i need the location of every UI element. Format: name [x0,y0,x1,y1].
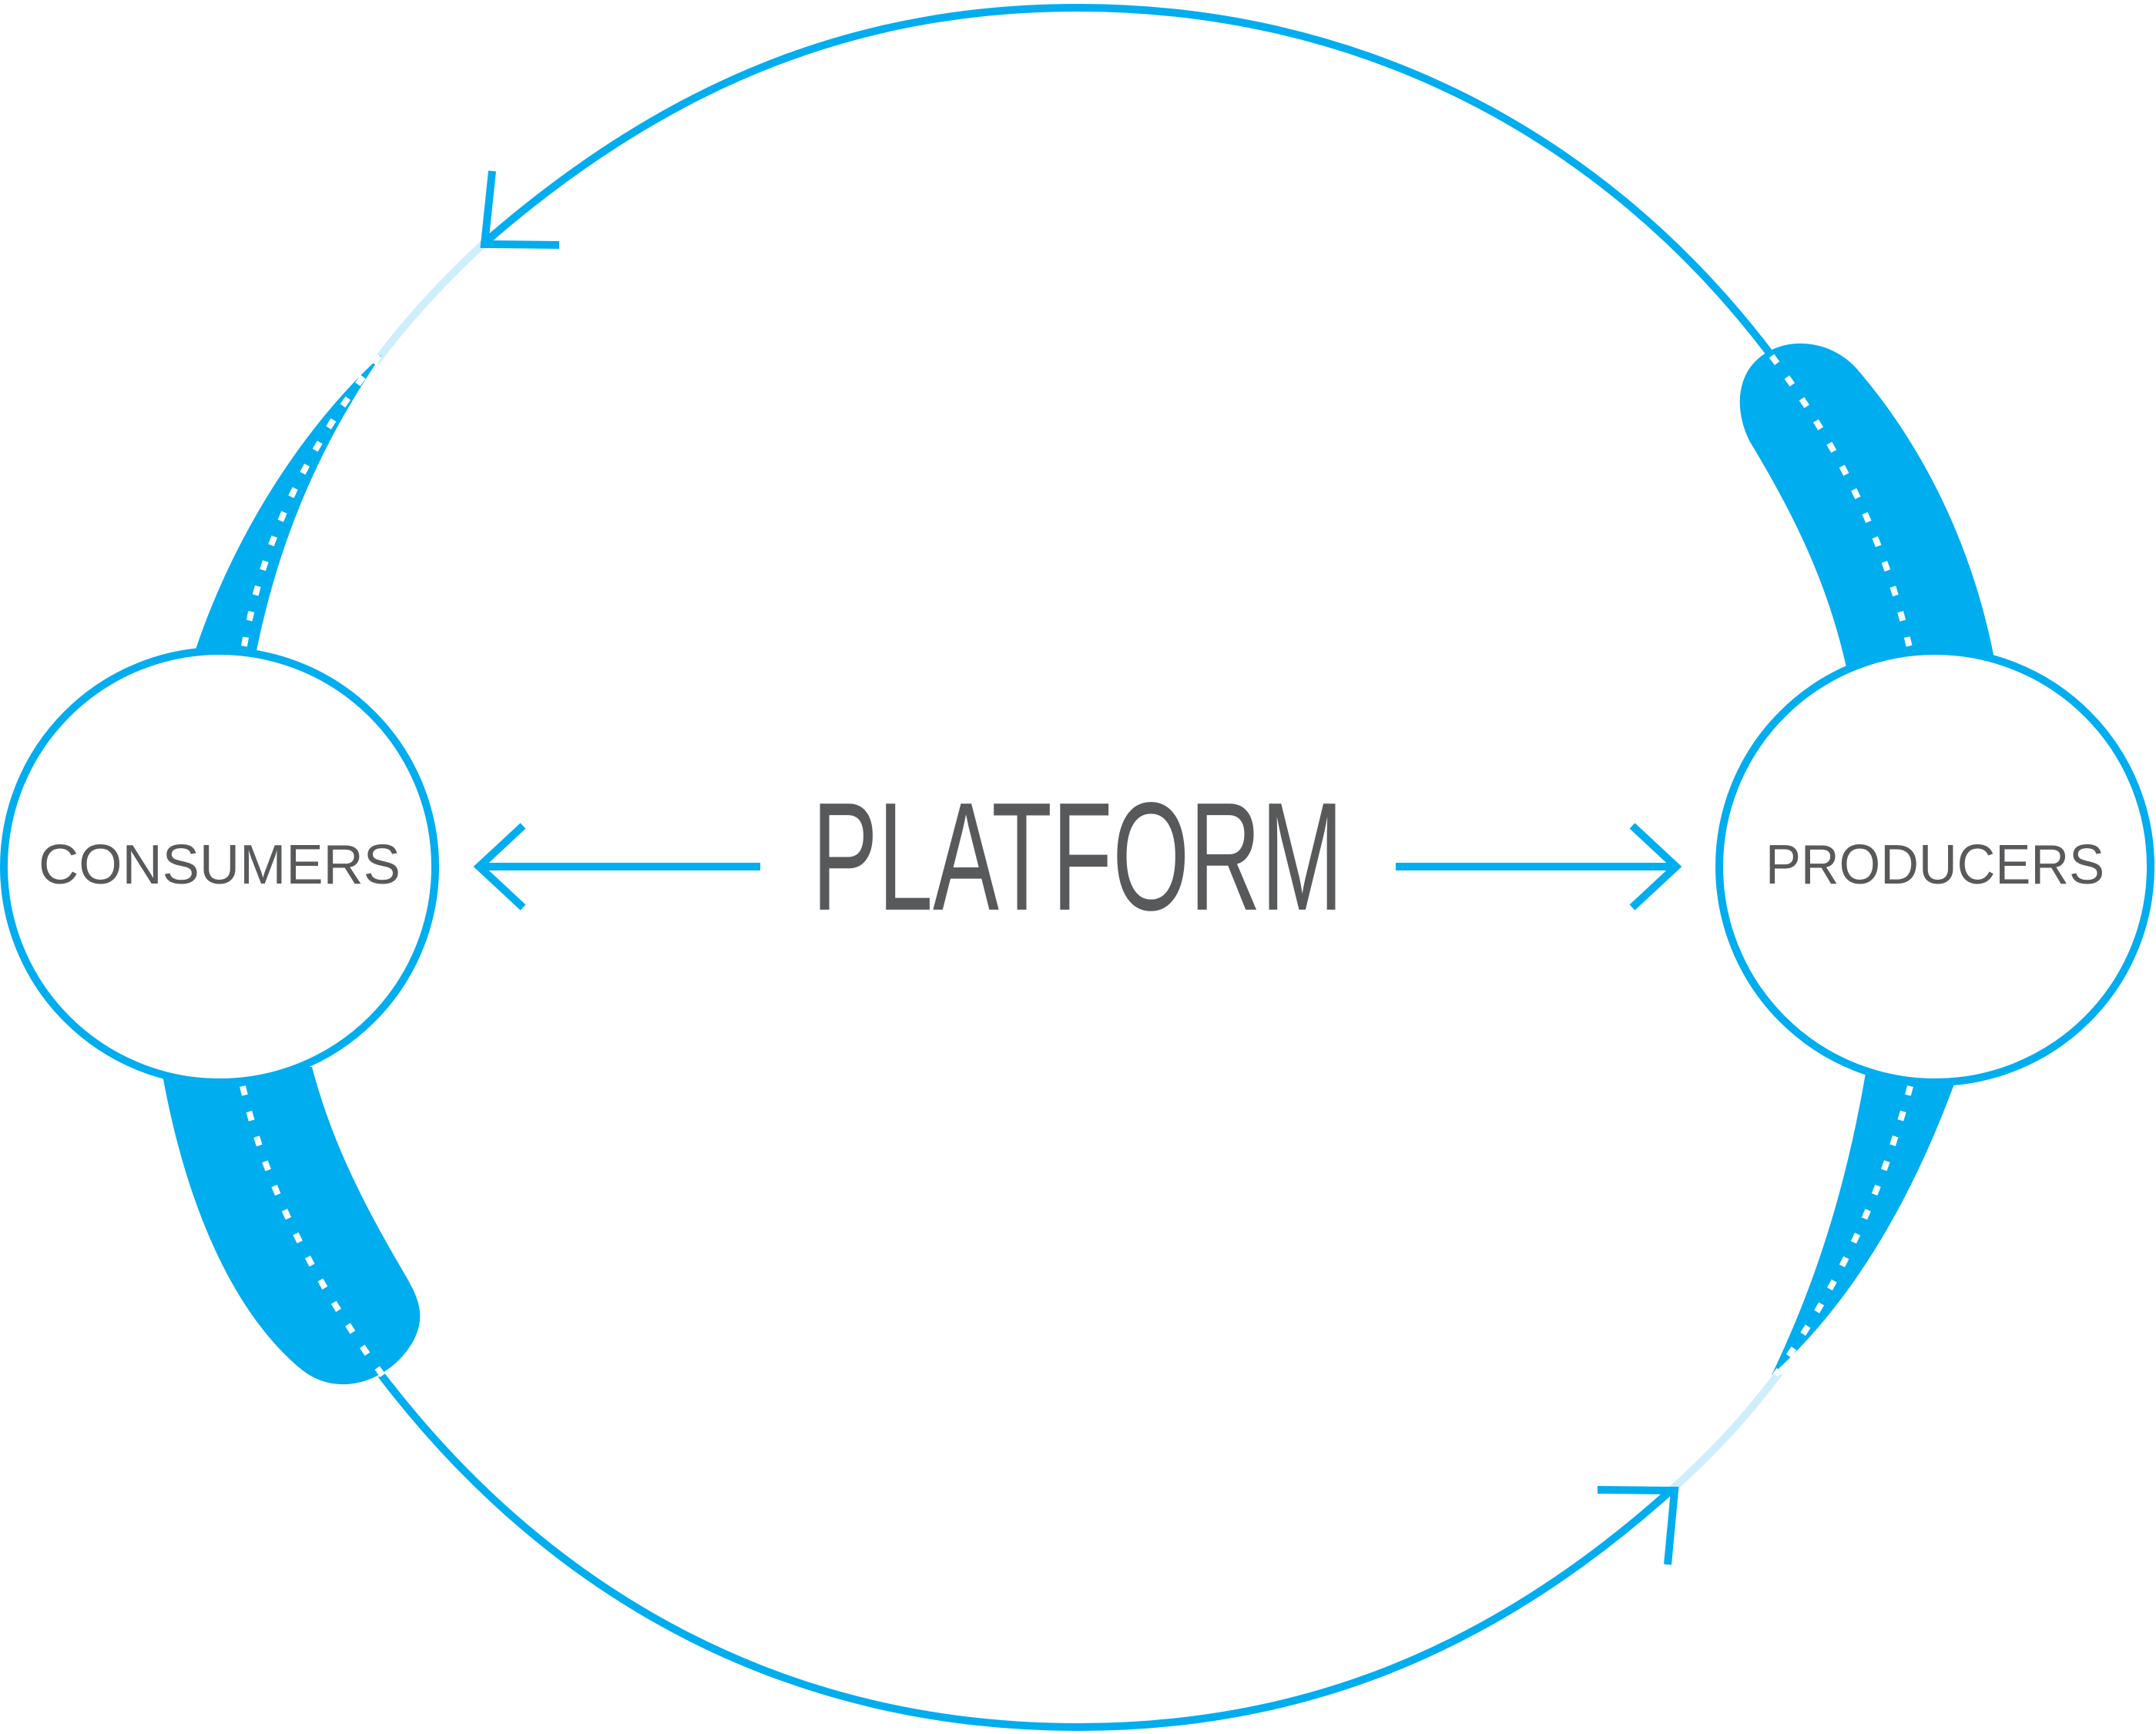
arrow-to-consumers-head-icon [473,823,526,911]
platform-label: PLATFORM [812,771,1343,943]
swoosh-lower-left [162,1067,421,1385]
swoosh-upper-left [193,354,382,662]
producers-label: PRODUCERS [1765,834,2104,896]
arrow-to-producers-head-icon [1629,823,1682,911]
node-producers: PRODUCERS [1715,647,2154,1086]
node-consumers: CONSUMERS [0,647,439,1086]
consumers-label: CONSUMERS [39,834,401,896]
outer-loop-faded-segments [372,241,1782,1493]
loop-arrow-lower-right-icon [1597,1486,1679,1565]
faded-segment-upper-left [372,241,486,364]
swoosh-upper-right [1739,343,1995,678]
loop-arrow-upper-left-icon [480,170,560,249]
loop-arrowheads [480,170,1679,1565]
outer-loop-bottom-arc [378,1372,1675,1732]
dotted-line-upper-right [1769,354,1913,652]
dotted-lines [240,354,1913,1381]
producers-circle [1715,647,2154,1086]
platform-arrows [473,823,1682,911]
outer-loop [378,3,1775,1732]
dotted-line-upper-left [240,354,382,656]
outer-loop-top-arc [480,3,1775,359]
consumers-circle [0,647,439,1086]
faded-segment-lower-right [1668,1370,1782,1493]
